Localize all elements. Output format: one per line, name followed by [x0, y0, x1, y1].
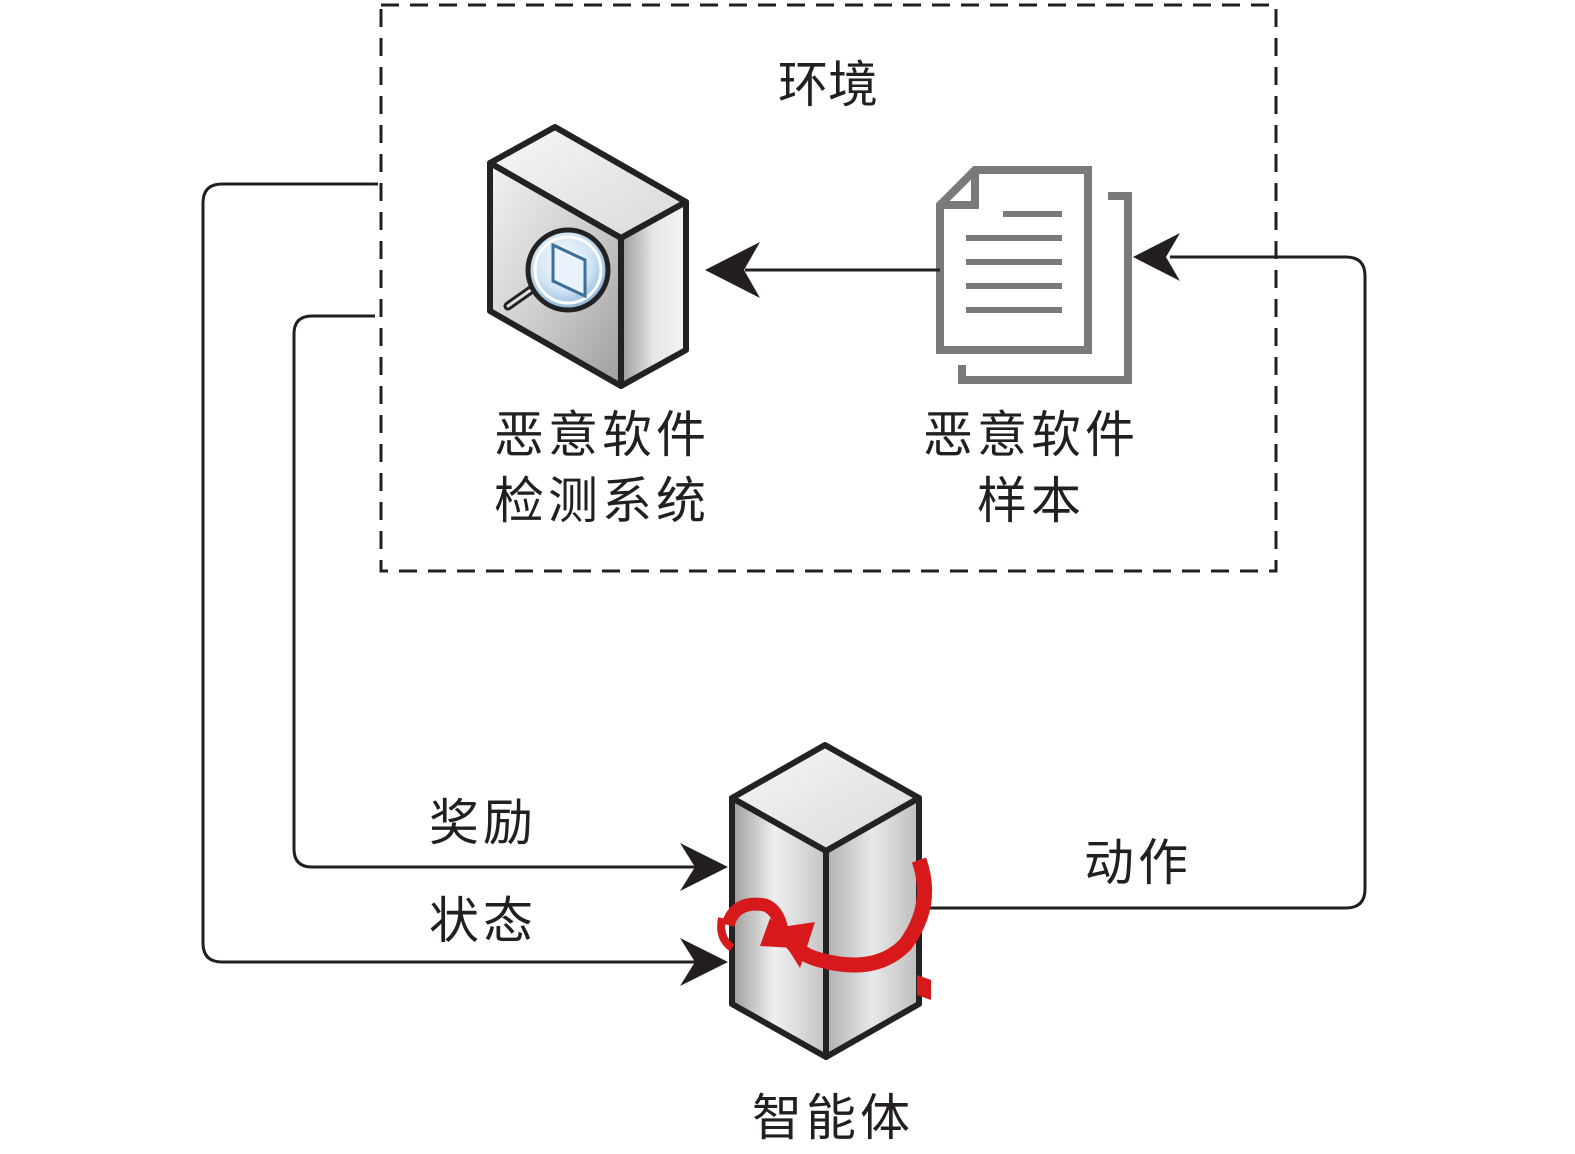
sample-to-detector-arrow	[705, 242, 940, 298]
environment-box	[379, 3, 1278, 573]
action-label: 动作	[1084, 834, 1192, 892]
environment-title: 环境	[778, 56, 878, 114]
state-arrow	[201, 182, 728, 986]
action-arrow	[922, 233, 1367, 910]
magnifier-server-icon	[487, 124, 689, 389]
state-label: 状态	[429, 892, 537, 950]
server-tower-cycle-icon	[717, 742, 932, 1060]
document-stack-icon	[936, 166, 1132, 384]
reward-arrow	[292, 314, 728, 891]
detector-label-line2: 检测系统	[494, 472, 710, 530]
sample-label-line2: 样本	[977, 472, 1085, 530]
detector-label-line1: 恶意软件	[494, 406, 710, 464]
sample-label-line1: 恶意软件	[923, 406, 1139, 464]
agent-label: 智能体	[752, 1089, 914, 1147]
reward-label: 奖励	[429, 794, 537, 852]
